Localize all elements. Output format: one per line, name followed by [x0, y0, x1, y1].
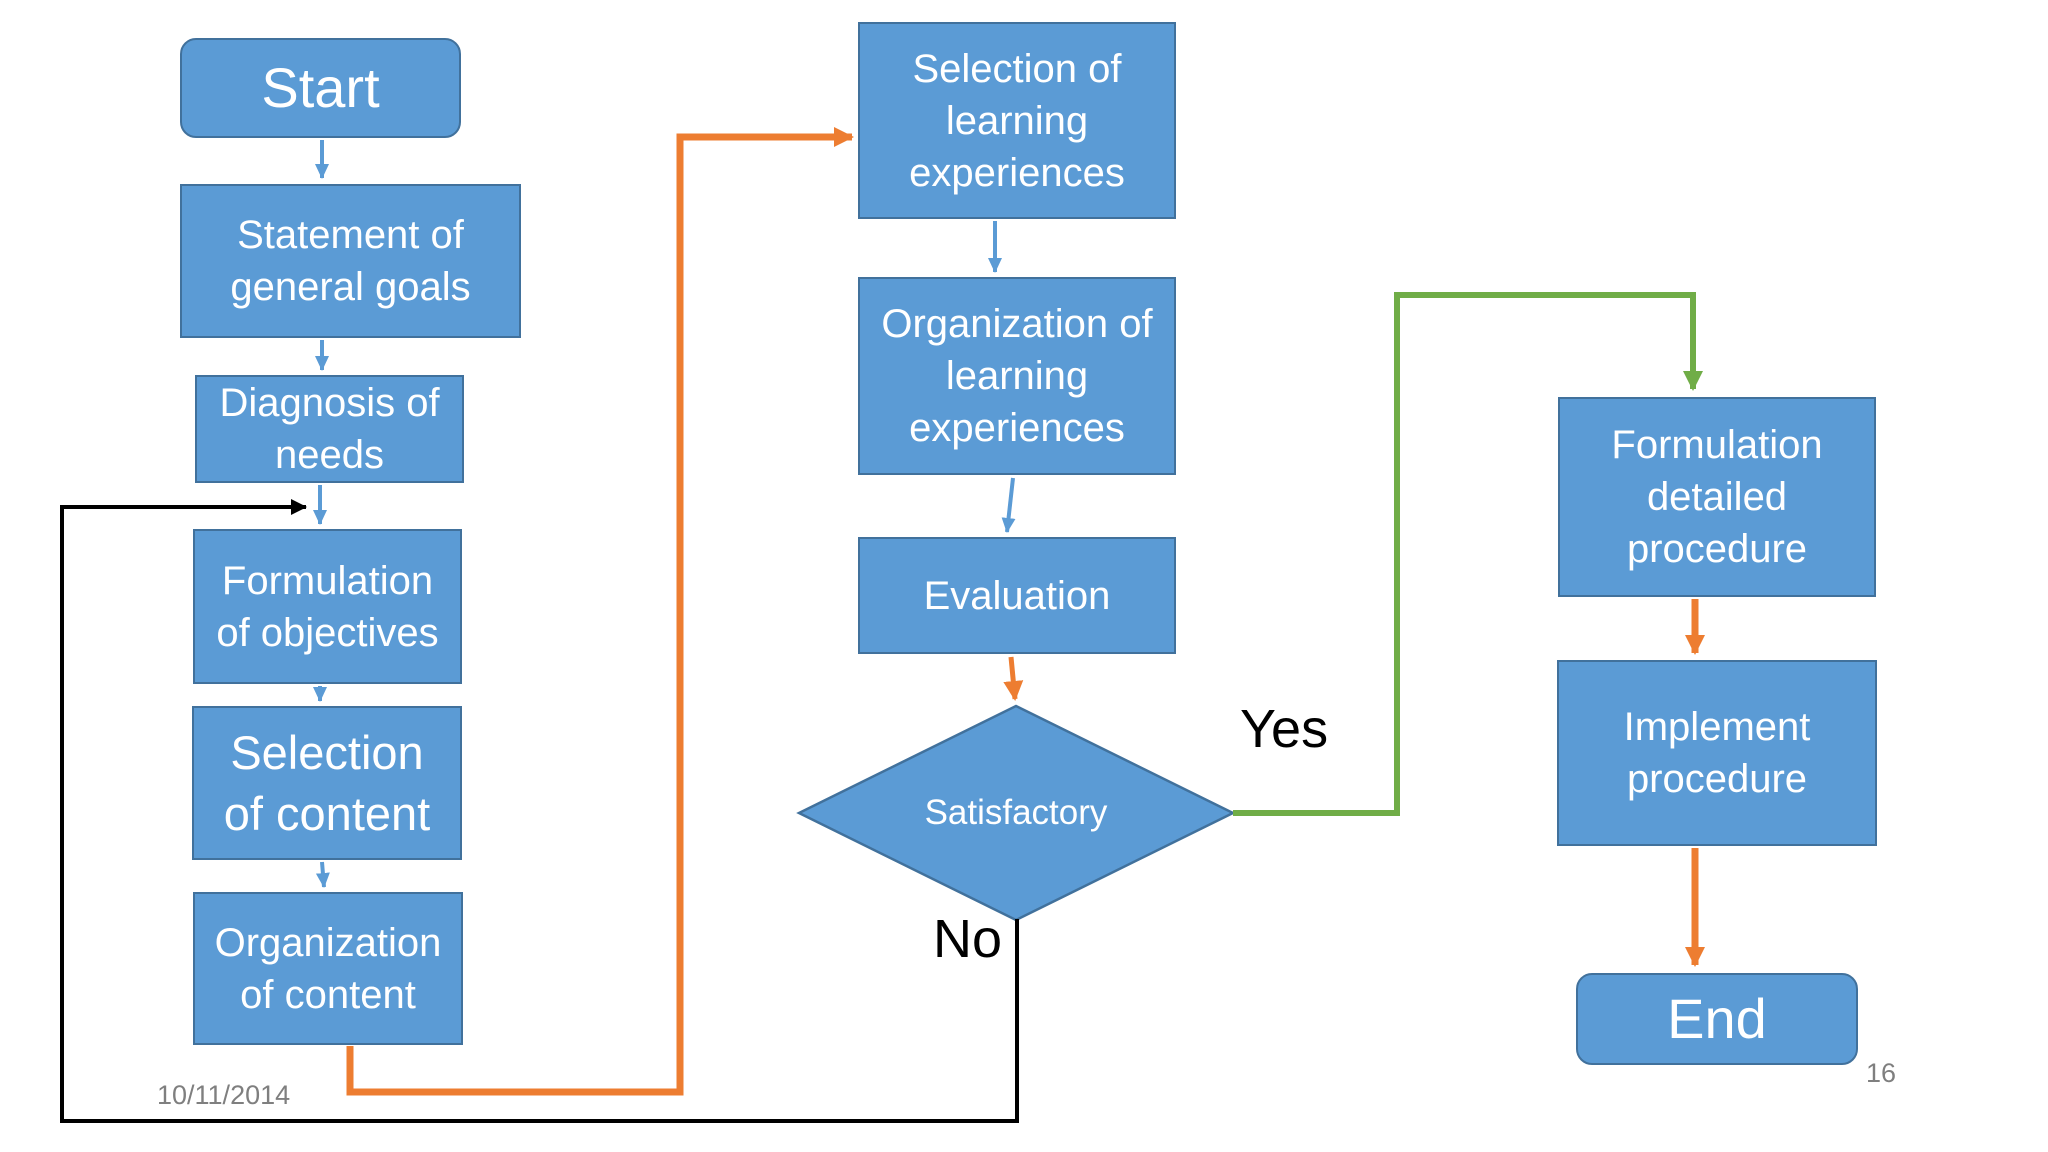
node-implement-procedure-label: Implement procedure — [1623, 705, 1811, 801]
connector-selection-organization — [315, 861, 330, 888]
node-organization-content-label: Organization of content — [214, 920, 442, 1017]
node-implement-procedure: Implement procedure — [1557, 660, 1877, 846]
node-formulation-objectives-label: Formulation of objectives — [216, 558, 439, 655]
node-diagnosis-needs: Diagnosis of needs — [195, 375, 464, 483]
node-satisfactory-label: Satisfactory — [924, 793, 1108, 832]
no-label: No — [933, 909, 1003, 969]
node-diagnosis-needs-label: Diagnosis of needs — [219, 381, 440, 477]
node-satisfactory: Satisfactory — [799, 706, 1233, 920]
node-formulation-detailed-procedure-label: Formulation detailed procedure — [1611, 423, 1823, 571]
node-start-label: Start — [261, 55, 380, 119]
connector-organizationlearning-evaluation — [1001, 477, 1016, 533]
connector-evaluation-satisfactory — [1003, 656, 1024, 701]
node-formulation-objectives: Formulation of objectives — [193, 529, 462, 684]
node-selection-learning-experiences-label: Selection of learning experiences — [909, 46, 1125, 195]
node-statement-general-goals: Statement of general goals — [180, 184, 521, 338]
node-end: End — [1576, 973, 1858, 1065]
node-organization-learning-experiences-label: Organization of learning experiences — [881, 302, 1153, 450]
node-evaluation: Evaluation — [858, 537, 1176, 654]
node-statement-general-goals-label: Statement of general goals — [230, 213, 471, 309]
node-evaluation-label: Evaluation — [923, 573, 1111, 618]
slide-page-number: 16 — [1866, 1058, 1897, 1088]
node-organization-learning-experiences: Organization of learning experiences — [858, 277, 1176, 475]
node-start: Start — [180, 38, 461, 138]
slide-date: 10/11/2014 — [157, 1080, 291, 1110]
node-selection-content-label: Selection of content — [223, 725, 431, 840]
node-formulation-detailed-procedure: Formulation detailed procedure — [1558, 397, 1876, 597]
node-selection-learning-experiences: Selection of learning experiences — [858, 22, 1176, 219]
node-selection-content: Selection of content — [192, 706, 462, 860]
node-end-label: End — [1667, 986, 1767, 1050]
node-organization-content: Organization of content — [193, 892, 463, 1045]
yes-label: Yes — [1240, 699, 1329, 759]
